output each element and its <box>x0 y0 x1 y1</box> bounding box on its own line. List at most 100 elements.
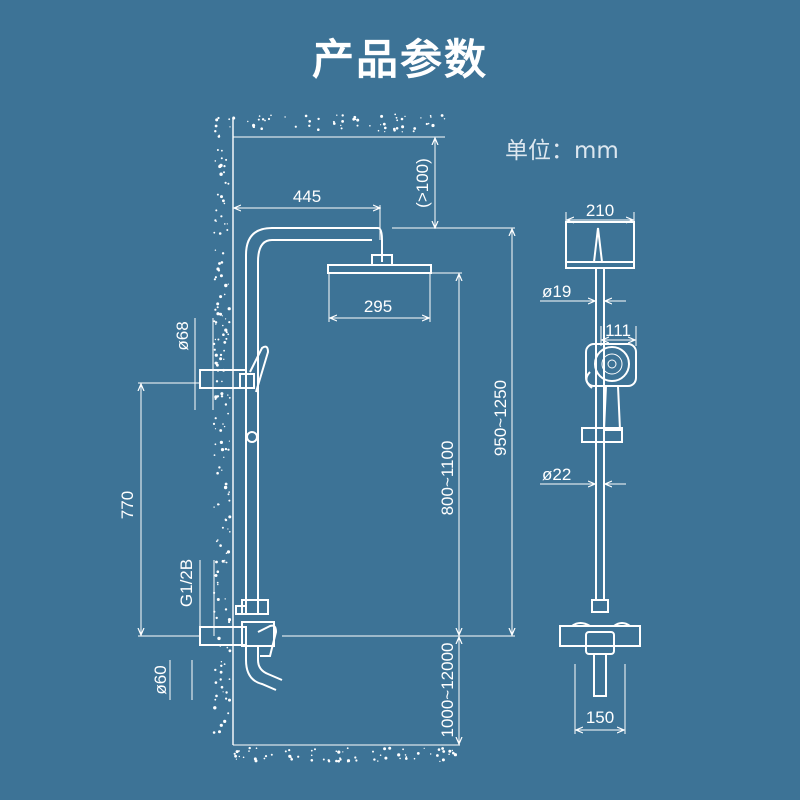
wall-speckle <box>220 661 223 663</box>
wall-speckle <box>227 493 230 496</box>
wall-speckle <box>220 195 223 199</box>
dim-front-head-width: 210 <box>565 201 635 222</box>
dim-total-height: 950~1250 <box>462 229 515 637</box>
dim-column-height: 800~1100 <box>282 272 462 637</box>
wall-speckle <box>222 199 225 203</box>
wall-speckle <box>217 503 220 506</box>
floor-speckle <box>290 758 294 761</box>
wall-speckle <box>224 283 228 288</box>
wall-speckle <box>227 182 230 185</box>
wall-speckle <box>225 318 227 320</box>
ceiling-speckle <box>333 122 336 125</box>
dim-inlet-thread-label: G1/2B <box>177 559 196 607</box>
wall-speckle <box>228 321 231 324</box>
ceiling-speckle <box>257 118 260 121</box>
ceiling-speckle <box>395 127 399 130</box>
floor-speckle <box>441 758 445 762</box>
floor-speckle <box>383 747 387 751</box>
wall-speckle <box>219 678 222 681</box>
wall-speckle <box>223 165 226 168</box>
ceiling-speckle <box>384 126 387 130</box>
wall-speckle <box>214 276 217 279</box>
ceiling-speckle <box>317 128 320 131</box>
wall-speckle <box>220 685 224 689</box>
wall-speckle <box>214 353 218 357</box>
floor-speckle <box>248 746 251 750</box>
floor-speckle <box>233 752 236 755</box>
ceiling-speckle <box>401 131 403 133</box>
ceiling-speckle <box>308 120 312 123</box>
floor-speckle <box>242 756 245 759</box>
ceiling-speckle <box>353 115 357 119</box>
wall-speckle <box>212 422 216 425</box>
wall-speckle <box>213 320 216 323</box>
wall-speckle <box>216 471 219 475</box>
wall-speckle <box>222 691 224 693</box>
ceiling-speckle <box>270 114 272 117</box>
floor-speckle <box>297 755 300 758</box>
floor-speckle <box>339 758 342 761</box>
front-overhead-shower <box>565 221 635 269</box>
wall-speckle <box>227 412 230 415</box>
wall-speckle <box>218 262 221 265</box>
wall-speckle <box>215 560 218 564</box>
wall-speckle <box>228 515 232 519</box>
ceiling-speckle <box>340 124 342 127</box>
wall-speckle <box>216 598 220 601</box>
wall-speckle <box>221 469 223 471</box>
wall-speckle <box>213 348 216 351</box>
wall-speckle <box>226 223 228 225</box>
wall-speckle <box>220 393 223 395</box>
wall-speckle <box>220 261 224 264</box>
ceiling-speckle <box>425 122 428 126</box>
wall-speckle <box>226 646 229 649</box>
floor-speckle <box>346 747 349 750</box>
floor-speckle <box>397 753 401 757</box>
wall-speckle <box>219 163 223 168</box>
ceiling-speckle <box>284 116 286 118</box>
floor-hatch <box>233 746 457 763</box>
floor-speckle <box>337 750 341 754</box>
wall-speckle <box>223 456 225 458</box>
wall-speckle <box>214 130 217 133</box>
wall-speckle <box>216 312 220 316</box>
wall-speckle <box>216 193 219 196</box>
wall-speckle <box>216 267 220 271</box>
ceiling-speckle <box>341 114 344 117</box>
floor-speckle <box>413 757 416 760</box>
wall-speckle <box>219 357 223 361</box>
ceiling-speckle <box>395 116 398 119</box>
wall-speckle <box>227 528 229 530</box>
ceiling-speckle <box>377 129 380 132</box>
ceiling-speckle <box>380 124 382 126</box>
dim-flange-diameter-label: ø68 <box>173 321 192 350</box>
wall-speckle <box>219 312 223 316</box>
wall-speckle <box>228 499 231 502</box>
floor-speckle <box>255 747 258 749</box>
wall-speckle <box>213 706 217 710</box>
ceiling-speckle <box>443 118 446 120</box>
ceiling-speckle <box>430 116 432 118</box>
ceiling-speckle <box>431 123 435 128</box>
wall-speckle <box>224 518 227 521</box>
ceiling-speckle <box>260 127 264 130</box>
wall-speckle <box>217 116 220 120</box>
wall-speckle <box>224 181 227 184</box>
floor-speckle <box>235 750 239 754</box>
wall-speckle <box>216 306 219 309</box>
wall-speckle <box>214 668 217 672</box>
floor-speckle <box>288 749 291 752</box>
wall-speckle <box>215 694 218 698</box>
wall-speckle <box>221 149 223 152</box>
floor-speckle <box>441 747 444 750</box>
wall-speckle <box>213 231 216 234</box>
dim-top-clearance: (>100) <box>392 138 515 228</box>
dim-mixer-width: 150 <box>574 664 626 734</box>
wall-speckle <box>214 681 218 684</box>
floor-speckle <box>248 750 250 752</box>
ceiling-speckle <box>258 115 261 117</box>
wall-speckle <box>213 506 215 508</box>
dim-total-height-label: 950~1250 <box>491 380 510 456</box>
floor-speckle <box>355 759 358 762</box>
wall-speckle <box>216 363 219 367</box>
